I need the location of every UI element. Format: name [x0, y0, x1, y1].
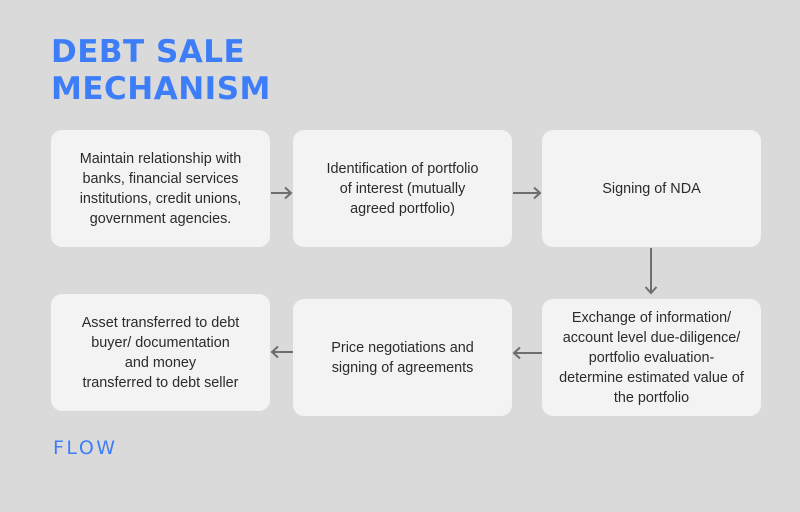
- step-box-6: Asset transferred to debt buyer/ documen…: [51, 294, 270, 411]
- arrow-down-icon: [644, 248, 658, 295]
- step-text-3: Signing of NDA: [602, 180, 701, 197]
- step-box-4: Exchange of information/ account level d…: [542, 299, 761, 416]
- arrow-right-icon: [513, 186, 541, 200]
- step-box-1: Maintain relationship with banks, financ…: [51, 130, 270, 247]
- step-box-2: Identification of portfolio of interest …: [293, 130, 512, 247]
- step-box-5: Price negotiations and signing of agreem…: [293, 299, 512, 416]
- step-text-6: Asset transferred to debt buyer/ documen…: [81, 314, 240, 391]
- arrow-right-icon: [271, 186, 293, 200]
- arrow-left-icon: [270, 345, 293, 359]
- step-text-2: Identification of portfolio of interest …: [326, 160, 479, 217]
- step-text-4: Exchange of information/ account level d…: [559, 309, 744, 406]
- arrow-left-icon: [512, 346, 542, 360]
- step-box-3: Signing of NDA: [542, 130, 761, 247]
- flow-logo: FLOW: [53, 437, 118, 459]
- title-line-2: MECHANISM: [51, 71, 271, 107]
- page-title: DEBT SALE MECHANISM: [51, 34, 271, 108]
- step-text-1: Maintain relationship with banks, financ…: [79, 150, 242, 227]
- title-line-1: DEBT SALE: [51, 34, 246, 70]
- step-text-5: Price negotiations and signing of agreem…: [331, 339, 474, 376]
